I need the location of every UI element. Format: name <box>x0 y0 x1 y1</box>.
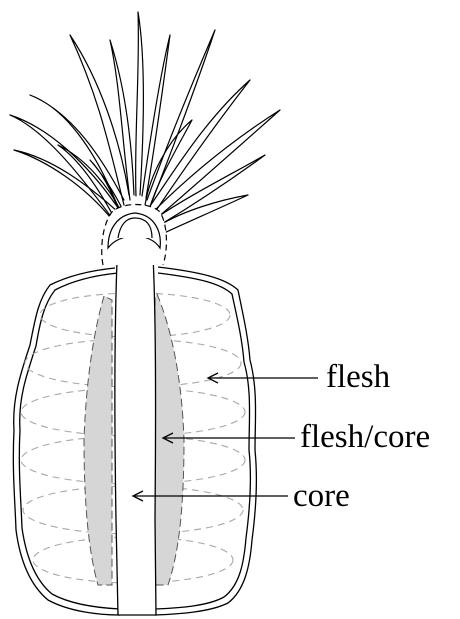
crown-leaves <box>10 12 280 234</box>
label-flesh: flesh <box>326 361 390 394</box>
crown-base <box>102 205 167 266</box>
label-flesh-core: flesh/core <box>300 421 430 454</box>
core <box>115 238 156 615</box>
label-core: core <box>293 480 350 513</box>
